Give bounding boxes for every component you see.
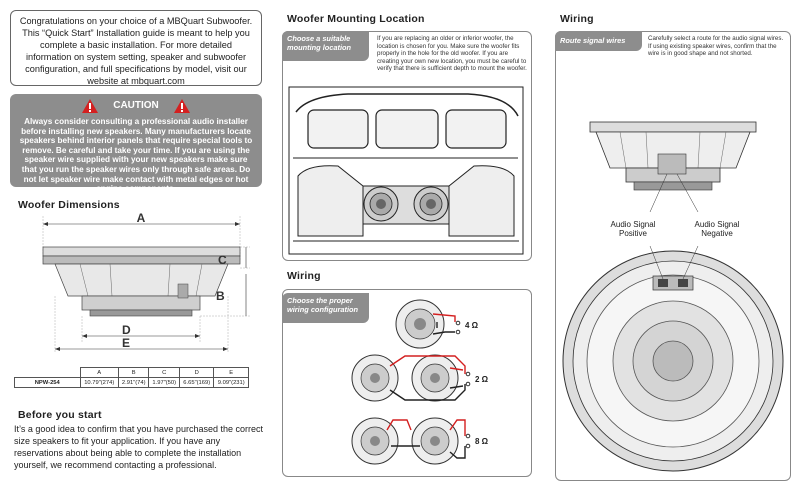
- before-heading: Before you start: [18, 409, 102, 421]
- ohm-label-8: 8 Ω: [475, 437, 489, 446]
- mounting-panel: [282, 31, 532, 261]
- intro-text: Congratulations on your choice of a MBQu…: [19, 16, 253, 86]
- table-header-cell: B: [117, 367, 150, 378]
- table-header-row: A B C D E: [15, 367, 249, 378]
- dim-label-c: C: [218, 253, 227, 267]
- table-cell: 6.65"(169): [178, 377, 215, 388]
- warning-icon: [173, 99, 190, 113]
- wiring-config-panel: [282, 289, 532, 477]
- dimensions-table: A B C D E NPW-254 10.79"(274) 2.91"(74) …: [14, 367, 249, 388]
- table-header-cell: E: [213, 367, 249, 378]
- dimensions-heading: Woofer Dimensions: [18, 199, 120, 211]
- intro-box: Congratulations on your choice of a MBQu…: [10, 10, 262, 86]
- mounting-text: If you are replacing an older or inferio…: [377, 35, 527, 73]
- before-text: It’s a good idea to confirm that you hav…: [14, 424, 263, 470]
- table-row: NPW-254 10.79"(274) 2.91"(74) 1.97"(50) …: [14, 377, 249, 388]
- mounting-heading: Woofer Mounting Location: [287, 13, 425, 25]
- wiring-route-heading: Wiring: [560, 13, 594, 25]
- woofer-terminal-diagram: [562, 121, 784, 472]
- config-8-ohm: [351, 417, 471, 465]
- table-cell: 9.09"(231): [213, 377, 249, 388]
- table-cell: 1.97"(50): [148, 377, 180, 388]
- wiring-config-heading: Wiring: [287, 270, 321, 282]
- warning-icon: [82, 99, 99, 113]
- table-cell: 2.91"(74): [117, 377, 150, 388]
- config-2-ohm: [351, 354, 471, 402]
- table-header-cell: D: [178, 367, 215, 378]
- audio-signal-negative-label: Audio Signal Negative: [694, 220, 740, 238]
- dim-label-d: D: [122, 323, 131, 337]
- audio-signal-positive-label: Audio Signal Positive: [610, 220, 656, 238]
- truck-interior-illustration: [288, 86, 524, 255]
- table-header-cell: A: [79, 367, 119, 378]
- dim-label-e: E: [122, 336, 130, 350]
- ohm-label-2: 2 Ω: [475, 375, 489, 384]
- table-cell: 10.79"(274): [79, 377, 119, 388]
- wiring-route-tag: Route signal wires: [555, 31, 642, 51]
- table-header-cell: [15, 368, 81, 378]
- caution-title: CAUTION: [113, 100, 159, 112]
- config-4-ohm: [395, 299, 461, 349]
- wiring-route-panel: [555, 31, 791, 481]
- caution-box: CAUTION Always consider consulting a pro…: [10, 94, 262, 193]
- caution-header: CAUTION: [16, 98, 256, 114]
- caution-text: Always consider consulting a professiona…: [19, 117, 253, 194]
- woofer-side-diagram: A C B D E: [42, 212, 250, 352]
- dim-label-b: B: [216, 289, 225, 303]
- wiring-config-tag: Choose the proper wiring configuration: [282, 293, 369, 323]
- ohm-label-4: 4 Ω: [465, 321, 479, 330]
- wiring-configurations-diagram: 4 Ω 2 Ω 8 Ω: [351, 299, 489, 465]
- mounting-tag: Choose a suitable mounting location: [282, 31, 369, 61]
- dim-label-a: A: [137, 212, 146, 225]
- wiring-route-text: Carefully select a route for the audio s…: [648, 35, 784, 58]
- table-cell-model: NPW-254: [14, 377, 81, 388]
- table-header-cell: C: [148, 367, 180, 378]
